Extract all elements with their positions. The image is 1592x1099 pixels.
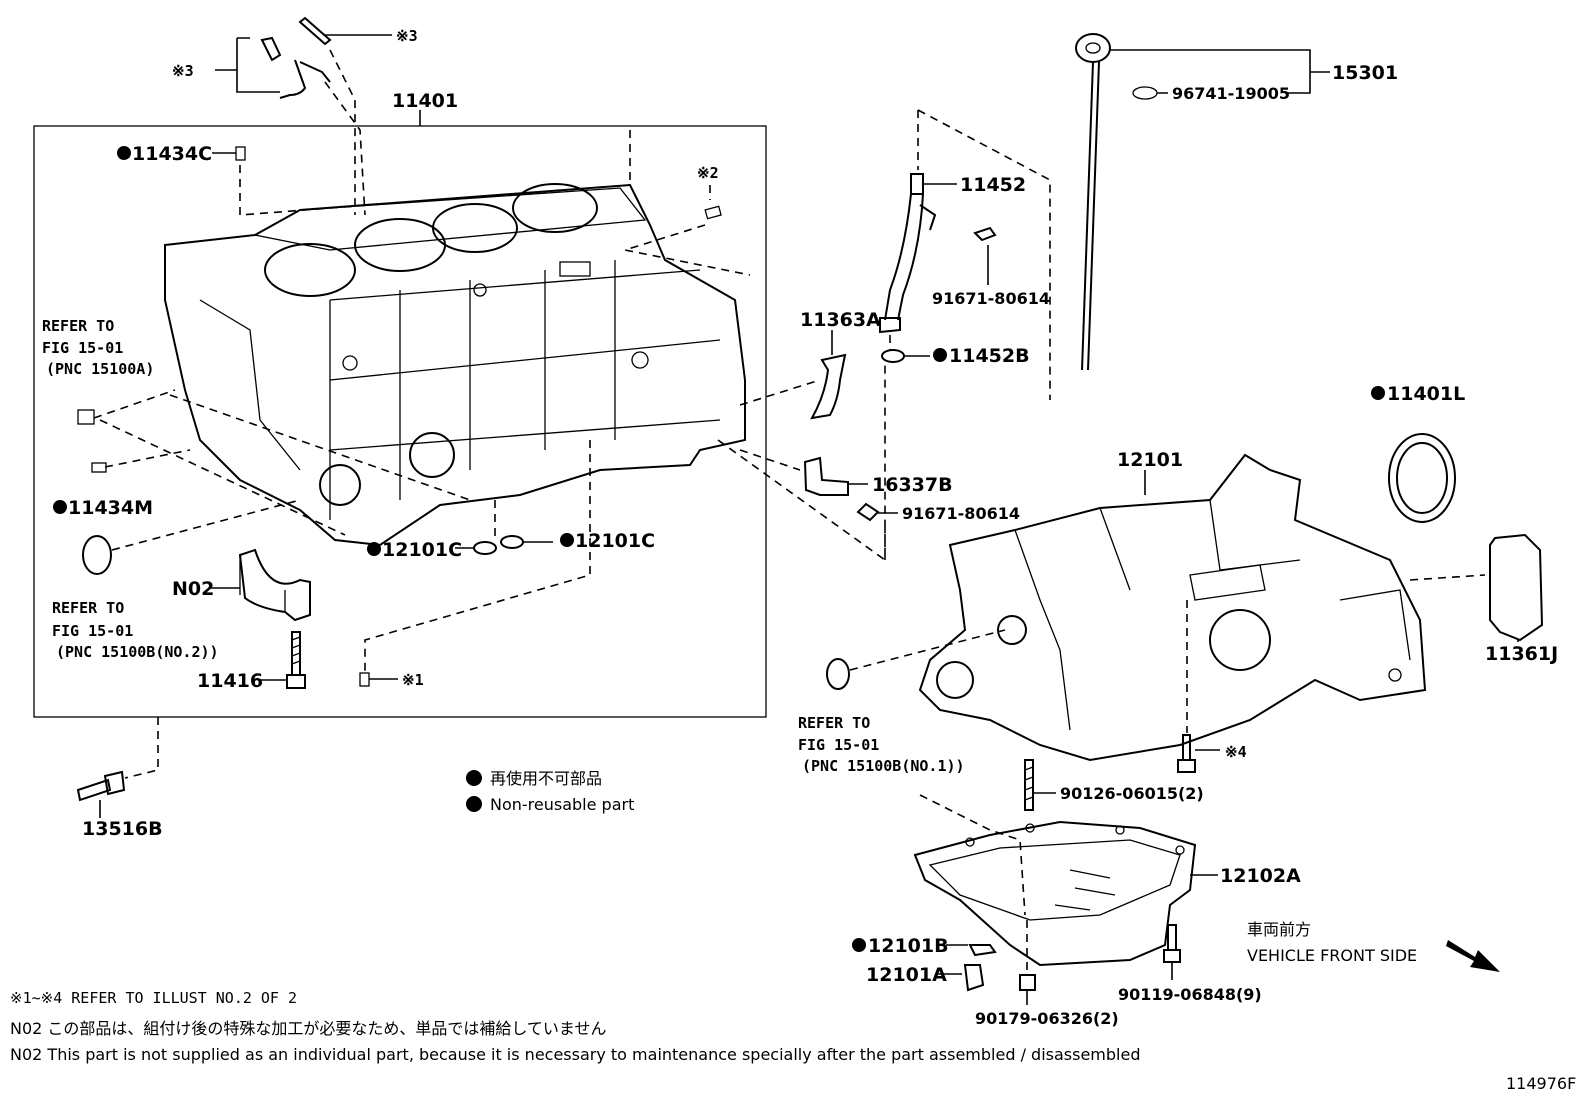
refer-b-1: REFER TO (52, 599, 124, 617)
oil-seal (1388, 433, 1456, 523)
callout-12101C-right[interactable]: 12101C (575, 530, 655, 552)
baffle-plate (810, 353, 847, 420)
callout-11416[interactable]: 11416 (197, 670, 263, 692)
ref-3-top: ※3 (396, 27, 418, 45)
note-N02-jp: N02 この部品は、組付け後の特殊な加工が必要なため、単品では補給していません (10, 1019, 606, 1038)
callout-N02[interactable]: N02 (172, 578, 214, 600)
refer-b-2: FIG 15-01 (52, 622, 133, 640)
front-arrow-icon (1446, 940, 1500, 972)
callout-11434M[interactable]: 11434M (68, 497, 153, 519)
dipstick-guide (879, 173, 937, 334)
callout-90119-06848[interactable]: 90119-06848(9) (1118, 985, 1262, 1004)
bracket (803, 456, 849, 496)
front-label-en: VEHICLE FRONT SIDE (1247, 946, 1417, 965)
o-ring-rear (82, 535, 112, 575)
legend-jp: 再使用不可部品 (490, 769, 602, 788)
oil-jet-fittings (260, 16, 332, 99)
callout-12102A[interactable]: 12102A (1220, 865, 1301, 887)
oil-pan (913, 820, 1197, 967)
cap-bolt (286, 631, 306, 689)
ref-1: ※1 (402, 671, 424, 689)
ref-3-left: ※3 (172, 62, 194, 80)
diagram-id: 114976F (1506, 1074, 1576, 1093)
callout-11452[interactable]: 11452 (960, 174, 1026, 196)
callout-11401[interactable]: 11401 (392, 90, 458, 112)
callout-96741-19005[interactable]: 96741-19005 (1172, 84, 1290, 103)
refer-a-3: (PNC 15100A) (46, 360, 154, 378)
knock-sensor-stud (76, 770, 126, 802)
callout-12101B[interactable]: 12101B (868, 935, 949, 957)
o-ring-front (826, 658, 850, 690)
callout-12101C-left[interactable]: 12101C (382, 539, 462, 561)
note-refer-illust: ※1~※4 REFER TO ILLUST NO.2 OF 2 (10, 989, 297, 1007)
callout-11361J[interactable]: 11361J (1485, 643, 1558, 665)
callout-16337B[interactable]: 16337B (872, 474, 953, 496)
crankcase-lower (918, 453, 1427, 762)
ref-4: ※4 (1225, 743, 1247, 761)
callout-12101A[interactable]: 12101A (866, 964, 947, 986)
legend-en: Non-reusable part (490, 795, 634, 814)
callout-90179-06326[interactable]: 90179-06326(2) (975, 1009, 1119, 1028)
refer-c-2: FIG 15-01 (798, 736, 879, 754)
callout-91671-80614-bottom[interactable]: 91671-80614 (902, 504, 1020, 523)
callout-13516B[interactable]: 13516B (82, 818, 163, 840)
callout-15301[interactable]: 15301 (1332, 62, 1398, 84)
callout-11434C[interactable]: 11434C (132, 143, 212, 165)
refer-c-3: (PNC 15100B(NO.1)) (802, 757, 965, 775)
callout-12101[interactable]: 12101 (1117, 449, 1183, 471)
refer-b-3: (PNC 15100B(NO.2)) (56, 643, 219, 661)
callout-11401L[interactable]: 11401L (1387, 383, 1465, 405)
oil-dipstick (1075, 33, 1111, 371)
refer-c-1: REFER TO (798, 714, 870, 732)
block-group-frame (33, 125, 767, 718)
callout-11452B[interactable]: 11452B (949, 345, 1030, 367)
callout-91671-80614-top[interactable]: 91671-80614 (932, 289, 1050, 308)
ref-2: ※2 (697, 164, 719, 182)
bearing-cap (238, 548, 311, 622)
callout-11363A[interactable]: 11363A (800, 309, 881, 331)
cylinder-block (164, 183, 746, 547)
note-N02-en: N02 This part is not supplied as an indi… (10, 1045, 1140, 1064)
cover-plate (1489, 533, 1544, 642)
front-label-jp: 車両前方 (1247, 920, 1311, 939)
refer-a-1: REFER TO (42, 317, 114, 335)
refer-a-2: FIG 15-01 (42, 339, 123, 357)
callout-90126-06015[interactable]: 90126-06015(2) (1060, 784, 1204, 803)
